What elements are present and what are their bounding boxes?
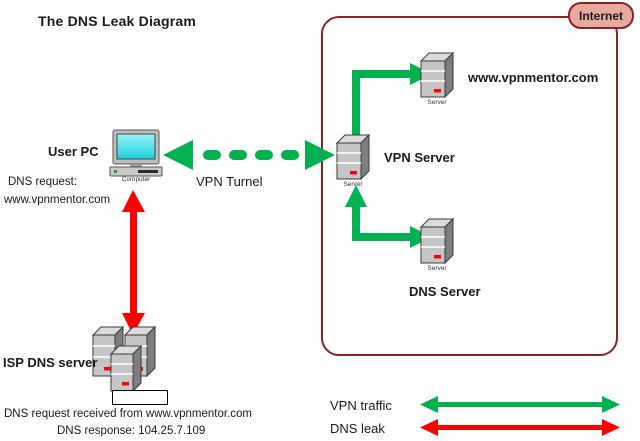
dns-server-label: DNS Server <box>409 284 481 299</box>
server-icon: Server <box>335 133 371 188</box>
server-icon-caption: Server <box>427 99 447 106</box>
internet-badge: Internet <box>568 2 634 29</box>
page-title: The DNS Leak Diagram <box>38 13 197 29</box>
isp-note-line2: DNS response: 104.25.7.109 <box>57 425 206 437</box>
isp-dns-server-node[interactable] <box>91 324 176 394</box>
web-server-label: www.vpnmentor.com <box>468 70 599 85</box>
user-pc-label: User PC <box>48 144 99 159</box>
legend-arrow-vpn-traffic <box>420 396 620 413</box>
dns-request-line2: www.vpnmentor.com <box>4 194 111 206</box>
dns-request-line1: DNS request: <box>8 176 78 188</box>
isp-note-line1: DNS request received from www.vpnmentor.… <box>4 408 252 420</box>
vpn-tunnel-label: VPN Turnel <box>196 174 263 189</box>
legend-label-vpn-traffic: VPN traffic <box>330 398 392 413</box>
isp-dns-server-caption-box <box>112 390 168 405</box>
server-icon: Server <box>419 51 455 106</box>
server-icon-caption: Server <box>427 265 447 272</box>
dns-server-node[interactable]: Server <box>419 217 455 272</box>
isp-dns-server-label: ISP DNS server <box>3 355 98 370</box>
server-icon: Server <box>419 217 455 272</box>
internet-boundary-box <box>321 16 618 356</box>
web-server-node[interactable]: Server <box>419 51 455 106</box>
vpn-tunnel-arrow <box>163 140 335 170</box>
internet-badge-label: Internet <box>578 8 623 23</box>
computer-icon: Computer <box>108 129 164 183</box>
server-stack-icon <box>91 325 157 393</box>
user-pc-node[interactable]: Computer <box>108 129 164 183</box>
computer-icon-caption: Computer <box>121 176 151 183</box>
vpn-server-node[interactable]: Server <box>335 133 371 188</box>
server-icon-caption: Server <box>343 181 363 188</box>
legend-label-dns-leak: DNS leak <box>330 421 385 436</box>
vpn-server-label: VPN Server <box>384 150 455 165</box>
dns-leak-arrow <box>122 190 145 335</box>
legend-arrow-dns-leak <box>420 419 620 436</box>
